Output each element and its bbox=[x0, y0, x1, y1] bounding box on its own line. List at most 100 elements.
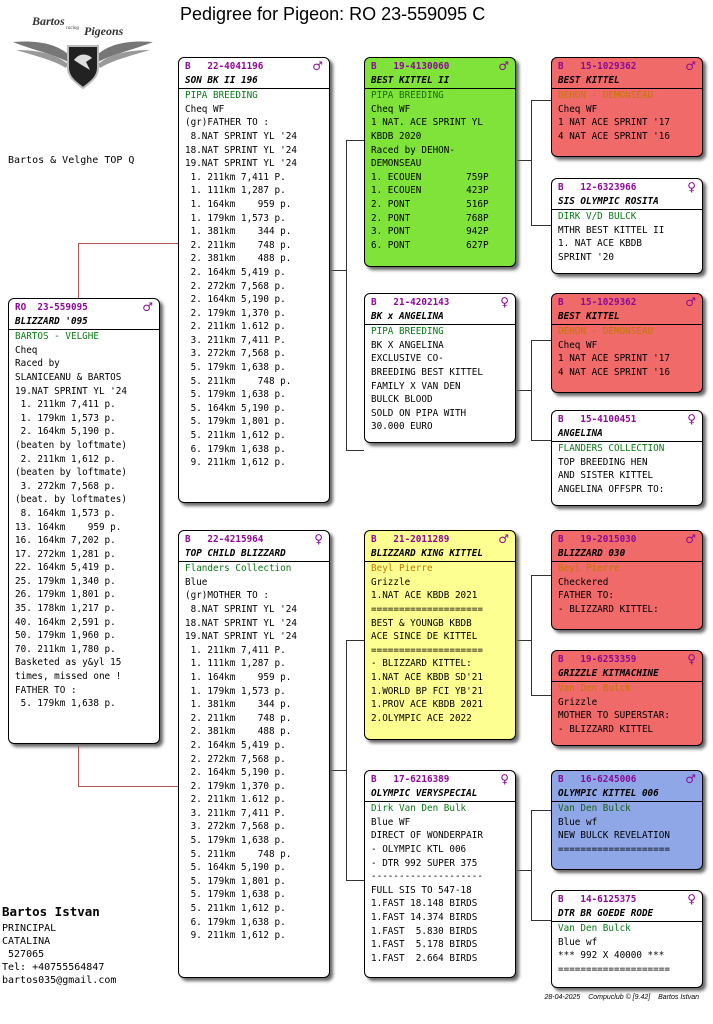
card-header: B 19-4130060♂ bbox=[371, 60, 509, 74]
breeder-name: FLANDERS COLLECTION bbox=[558, 443, 665, 455]
card-header: B 16-6245006♂ bbox=[558, 773, 696, 787]
card-header: B 14-6125375♀ bbox=[558, 893, 696, 907]
breeder-name: Beyl Pierre bbox=[558, 563, 620, 575]
card-header: B 21-4202143♀ bbox=[371, 296, 509, 310]
ring-number: B 19-2015030 bbox=[558, 534, 637, 545]
card-text-line: 5. 211km 1,612 p. bbox=[185, 430, 286, 442]
pigeon-name: GRIZZLE KITMACHINE bbox=[558, 667, 659, 679]
card-text-line: EXCLUSIVE CO- bbox=[371, 353, 444, 365]
card-text-line: 4 NAT ACE SPRINT '16 bbox=[558, 130, 670, 142]
breeder-name: Van Den Bulck bbox=[558, 923, 631, 935]
card-text-line: SPRINT '20 bbox=[558, 251, 614, 263]
card-text-line: NEW BULCK REVELATION bbox=[558, 830, 670, 842]
left-note: Bartos & Velghe TOP Q bbox=[8, 155, 135, 166]
divider bbox=[552, 88, 702, 90]
card-text-line: 19.NAT SPRINT YL '24 bbox=[185, 158, 297, 170]
owner-block: Bartos Istvan PRINCIPAL CATALINA 527065 … bbox=[2, 905, 116, 987]
card-header: B 15-4100451♀ bbox=[558, 413, 696, 427]
card-text-line: Blue wf bbox=[558, 816, 598, 828]
page-title: Pedigree for Pigeon: RO 23-559095 C bbox=[180, 4, 486, 24]
card-header: B 19-2015030 ♂ bbox=[558, 533, 696, 547]
card-text-line: 1 NAT ACE SPRINT '17 bbox=[558, 353, 670, 365]
card-text-line: Cheq WF bbox=[371, 103, 411, 115]
ring-number: B 15-1029362 bbox=[558, 61, 637, 72]
card-text-line: ==================== bbox=[558, 843, 670, 855]
owner-phone: Tel: +40755564847 bbox=[2, 962, 105, 973]
card-text-line: (gr)MOTHER TO : bbox=[185, 590, 269, 602]
divider bbox=[365, 324, 515, 326]
card-header: B 17-6216389♀ bbox=[371, 773, 509, 787]
card-text-line: 6. PONT 627P bbox=[371, 239, 489, 251]
connector-sd bbox=[531, 340, 532, 440]
card-text-line: 1.WORLD BP FCI YB'21 bbox=[371, 685, 483, 697]
card-text-line: 1. 211km 7,411 P. bbox=[185, 644, 286, 656]
connector-ss-mid bbox=[517, 160, 531, 161]
male-symbol-icon: ♂ bbox=[685, 772, 696, 786]
female-symbol-icon: ♀ bbox=[687, 652, 696, 666]
card-text-line: 6. 179km 1,638 p. bbox=[185, 916, 286, 928]
pigeon-name: BLIZZARD '095 bbox=[15, 315, 88, 327]
card-text-line: 1. 164km 959 p. bbox=[185, 198, 292, 210]
breeder-name: Flanders Collection bbox=[185, 563, 292, 575]
male-symbol-icon: ♂ bbox=[312, 59, 323, 73]
card-text-line: BK X ANGELINA bbox=[371, 339, 444, 351]
female-symbol-icon: ♀ bbox=[314, 532, 323, 546]
male-symbol-icon: ♂ bbox=[685, 59, 696, 73]
card-text-line: 17. 272km 1,281 p. bbox=[15, 548, 116, 560]
card-text-line: Cheq WF bbox=[558, 103, 598, 115]
card-text-line: (beaten by loftmate) bbox=[15, 439, 127, 451]
card-text-line: FAMILY X VAN DEN bbox=[371, 380, 461, 392]
ring-number: B 14-6125375 bbox=[558, 894, 637, 905]
card-text-line: 2. 164km 5,190 p. bbox=[15, 426, 116, 438]
card-text-line: Cheq WF bbox=[558, 339, 598, 351]
card-text-line: - BLIZZARD KITTEL bbox=[558, 723, 654, 735]
logo-text-racing: racing bbox=[66, 26, 80, 31]
breeder-name: Beyl Pierre bbox=[371, 563, 433, 575]
card-text-line: 1. ECOUEN 759P bbox=[371, 171, 489, 183]
card-header: B 21-2011289♂ bbox=[371, 533, 509, 547]
card-text-line: 1. 381km 344 p. bbox=[185, 226, 292, 238]
divider bbox=[365, 561, 515, 563]
card-text-line: 5. 179km 1,638 p. bbox=[185, 835, 286, 847]
card-header: RO 23-559095♂ bbox=[15, 301, 153, 315]
pigeon-name: BK x ANGELINA bbox=[371, 310, 444, 322]
card-text-line: 18.NAT SPRINT YL '24 bbox=[185, 617, 297, 629]
ring-number: B 22-4041196 bbox=[185, 61, 264, 72]
card-text-line: SOLD ON PIPA WITH bbox=[371, 407, 467, 419]
connector-dd-bot bbox=[531, 920, 553, 921]
owner-email[interactable]: bartos035@gmail.com bbox=[2, 975, 117, 986]
card-text-line: Basketed as y&yl 15 bbox=[15, 657, 122, 669]
card-text-line: 5. 179km 1,801 p. bbox=[185, 875, 286, 887]
card-text-line: 5. 211km 748 p. bbox=[185, 848, 292, 860]
card-text-line: 2. 211km 1.612 p. bbox=[185, 794, 286, 806]
card-text-line: (gr)FATHER TO : bbox=[185, 117, 269, 129]
card-text-line: 2. 272km 7,568 p. bbox=[185, 753, 286, 765]
breeder-name: BARTOS - VELGHE bbox=[15, 331, 99, 343]
breeder-name: Van Den Bulck bbox=[558, 683, 631, 695]
male-symbol-icon: ♂ bbox=[685, 532, 696, 546]
connector-dd-top bbox=[531, 810, 553, 811]
bartos-pigeons-logo: Bartos Pigeons racing bbox=[8, 12, 158, 92]
card-text-line: 19.NAT SPRINT YL '24 bbox=[15, 385, 127, 397]
card-text-line: 50. 179km 1,960 p. bbox=[15, 630, 116, 642]
male-symbol-icon: ♂ bbox=[498, 532, 509, 546]
owner-line: PRINCIPAL bbox=[2, 923, 57, 934]
card-text-line: 6. 179km 1,638 p. bbox=[185, 443, 286, 455]
card-text-line: 1. 179km 1,573 p. bbox=[15, 412, 116, 424]
card-text-line: Blue wf bbox=[558, 936, 598, 948]
